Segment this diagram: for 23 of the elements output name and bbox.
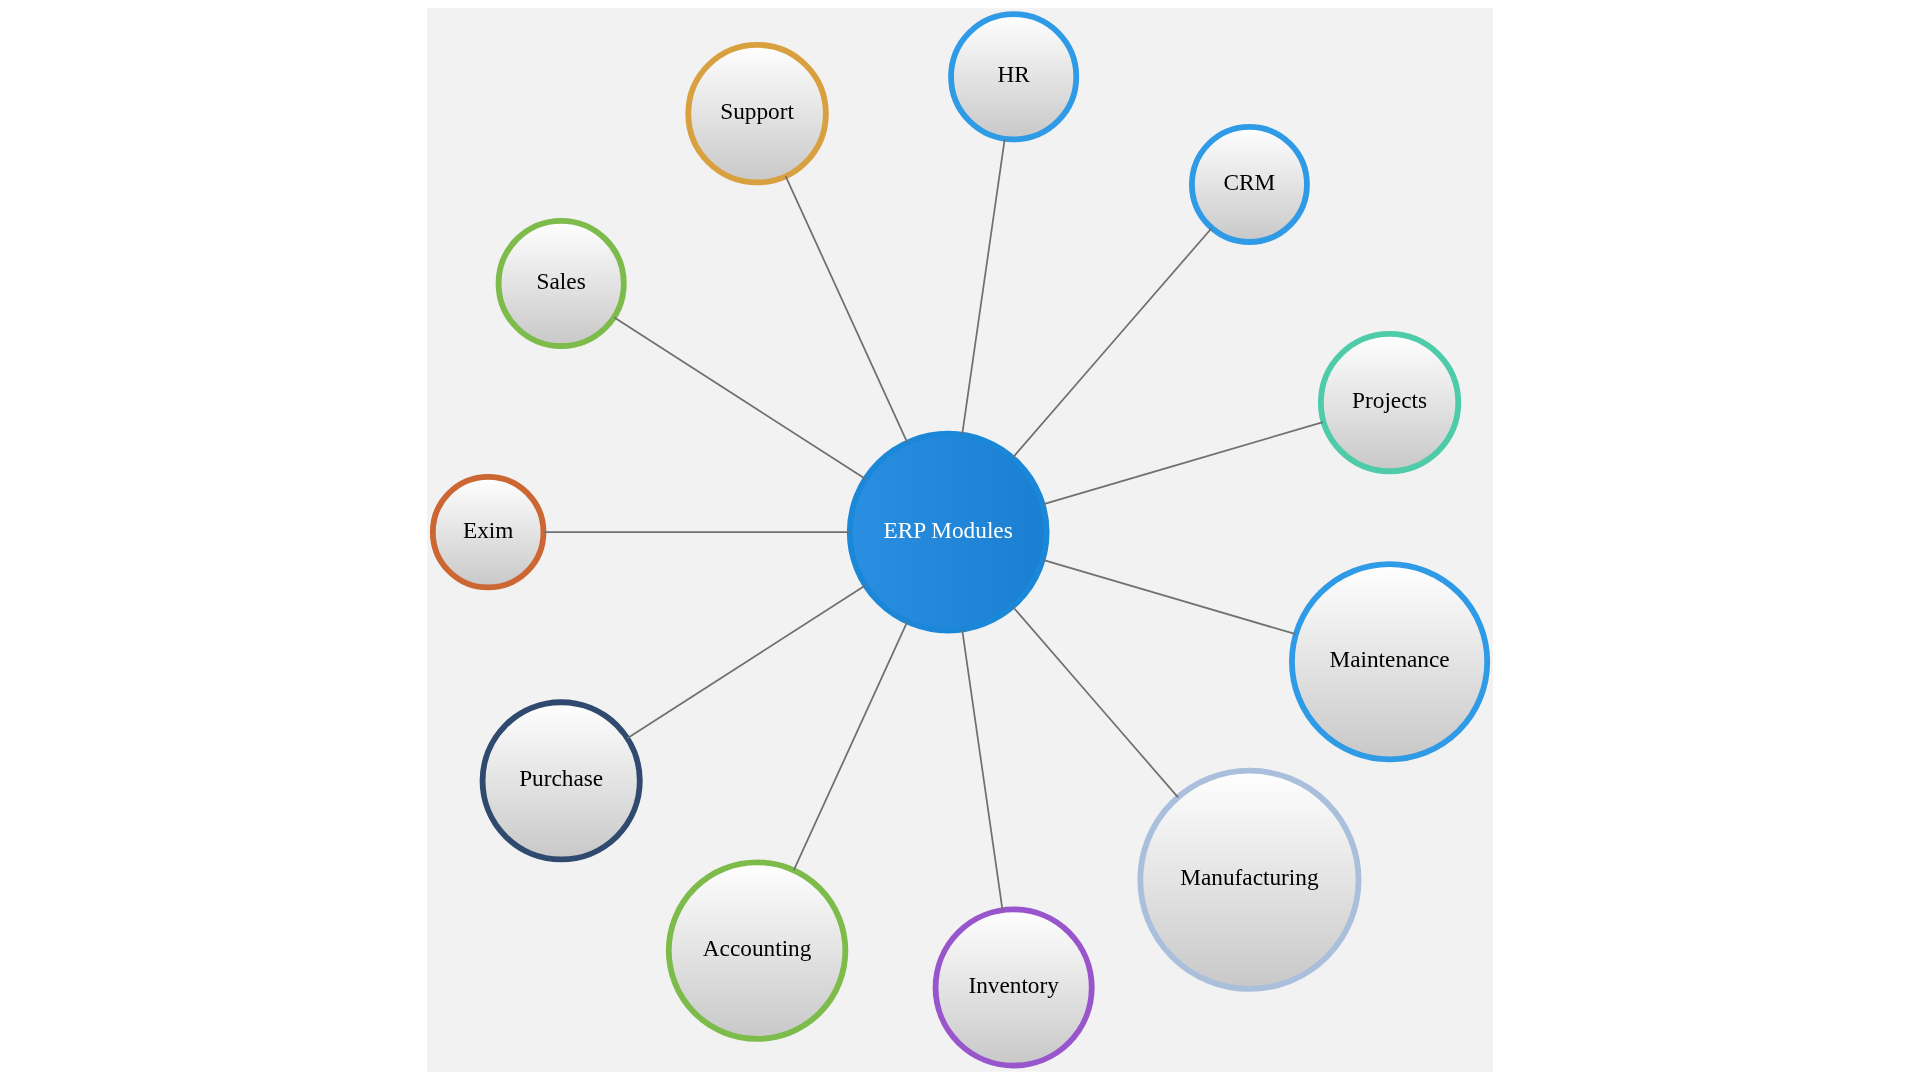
node-circle: CRM xyxy=(1189,124,1310,245)
node-circle: ERP Modules xyxy=(846,430,1050,634)
node-circle: Accounting xyxy=(665,859,849,1042)
connector xyxy=(961,138,1006,436)
node-circle: Sales xyxy=(495,217,627,349)
node-circle: Maintenance xyxy=(1289,561,1491,763)
node-circle: Exim xyxy=(429,473,547,591)
connector xyxy=(1042,421,1324,506)
node-circle: Inventory xyxy=(932,906,1095,1069)
node-circle: HR xyxy=(948,11,1080,143)
connector xyxy=(543,531,851,533)
node-circle: Support xyxy=(685,41,829,186)
connector xyxy=(792,621,909,872)
node-circle: Projects xyxy=(1317,330,1462,475)
connector xyxy=(613,316,867,480)
connector xyxy=(1011,227,1213,459)
node-circle: Manufacturing xyxy=(1137,767,1362,992)
connector xyxy=(1011,605,1179,799)
connector xyxy=(1042,559,1297,636)
connector xyxy=(961,628,1004,911)
node-circle: Purchase xyxy=(479,699,643,863)
connector xyxy=(626,584,867,740)
connector xyxy=(784,175,909,444)
